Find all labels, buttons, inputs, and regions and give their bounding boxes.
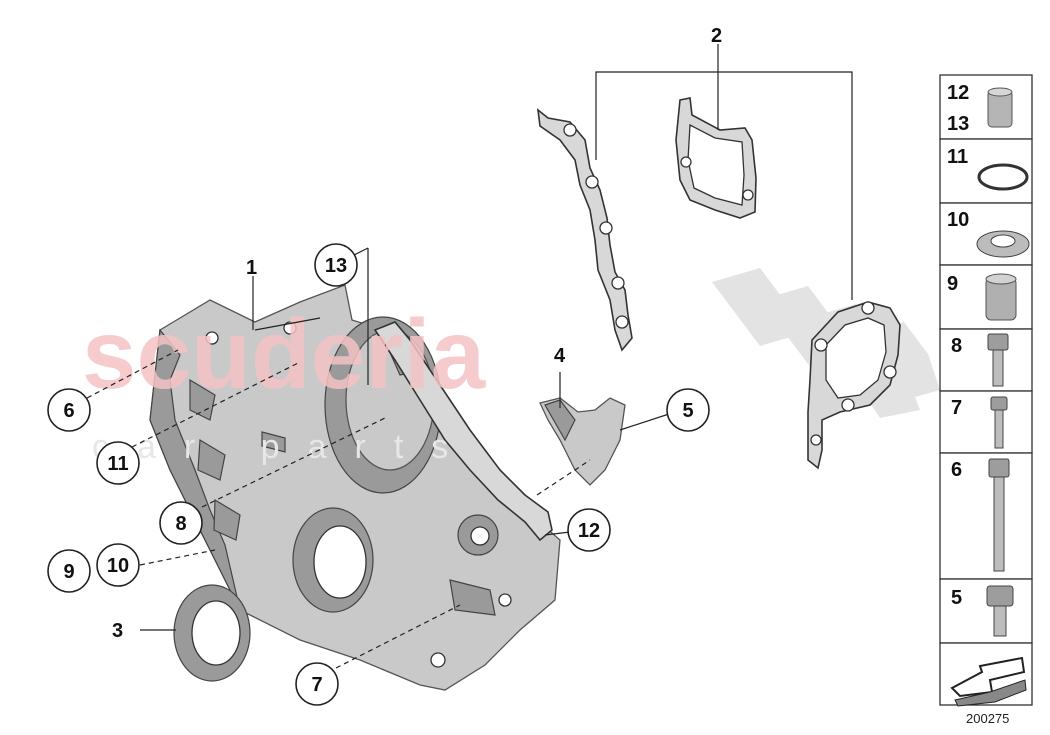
panel-row-5: [939, 578, 1033, 644]
bolt-icon: [987, 333, 1009, 387]
gasket-middle: [675, 97, 757, 219]
svg-text:11: 11: [107, 453, 128, 475]
reference-number: 200275: [966, 711, 1009, 726]
radial-shaft-seal: [173, 584, 251, 682]
callout-12[interactable]: 12: [567, 508, 611, 552]
svg-text:9: 9: [63, 561, 74, 583]
parts-side-panel: 12 13 11 10 9 8 7: [939, 74, 1033, 707]
svg-text:4: 4: [554, 345, 566, 367]
svg-text:7: 7: [311, 674, 322, 696]
callout-3: 3: [112, 620, 123, 642]
callout-11[interactable]: 11: [96, 441, 140, 485]
dowel-icon: [985, 273, 1017, 321]
svg-text:11: 11: [947, 146, 968, 168]
svg-text:5: 5: [951, 587, 962, 609]
callout-9[interactable]: 9: [47, 549, 91, 593]
svg-text:10: 10: [947, 209, 969, 231]
o-ring-icon: [977, 163, 1029, 191]
callout-5[interactable]: 5: [666, 388, 710, 432]
hex-bolt-icon: [986, 585, 1014, 637]
svg-text:6: 6: [951, 459, 962, 481]
sleeve-icon: [987, 87, 1013, 128]
leader-lines: [86, 44, 853, 669]
svg-text:13: 13: [325, 255, 347, 277]
svg-text:8: 8: [175, 513, 186, 535]
svg-text:8: 8: [951, 335, 962, 357]
svg-text:6: 6: [63, 400, 74, 422]
callout-4: 4: [554, 345, 566, 367]
svg-text:2: 2: [711, 25, 722, 47]
gasket-left: [536, 108, 633, 352]
gasket-right: [807, 301, 901, 470]
svg-text:5: 5: [682, 400, 693, 422]
cover-gasket-strip: [373, 321, 553, 542]
svg-text:3: 3: [112, 620, 123, 642]
callout-1: 1: [246, 257, 257, 279]
callout-13[interactable]: 13: [314, 243, 358, 287]
svg-text:10: 10: [107, 555, 129, 577]
watermark-text: scuderia: [82, 299, 487, 409]
panel-row-12-13: [939, 74, 1033, 140]
svg-text:13: 13: [947, 113, 969, 135]
callout-7[interactable]: 7: [295, 662, 339, 706]
panel-row-8: [939, 328, 1033, 392]
long-bolt-icon: [988, 458, 1010, 572]
arrow-icon[interactable]: [950, 656, 1027, 707]
svg-text:1: 1: [246, 257, 257, 279]
washer-icon: [976, 230, 1030, 258]
callout-8[interactable]: 8: [159, 501, 203, 545]
svg-text:12: 12: [947, 82, 969, 104]
bolt-icon: [990, 396, 1008, 449]
panel-row-11: [939, 138, 1033, 204]
svg-text:9: 9: [947, 273, 958, 295]
watermark-subtext: car parts: [92, 428, 476, 466]
panel-row-6: [939, 452, 1033, 580]
callout-6[interactable]: 6: [47, 388, 91, 432]
callout-2: 2: [711, 25, 722, 47]
callout-10[interactable]: 10: [96, 543, 140, 587]
svg-text:7: 7: [951, 397, 962, 419]
svg-text:12: 12: [578, 520, 600, 542]
guide-rail: [539, 397, 626, 486]
